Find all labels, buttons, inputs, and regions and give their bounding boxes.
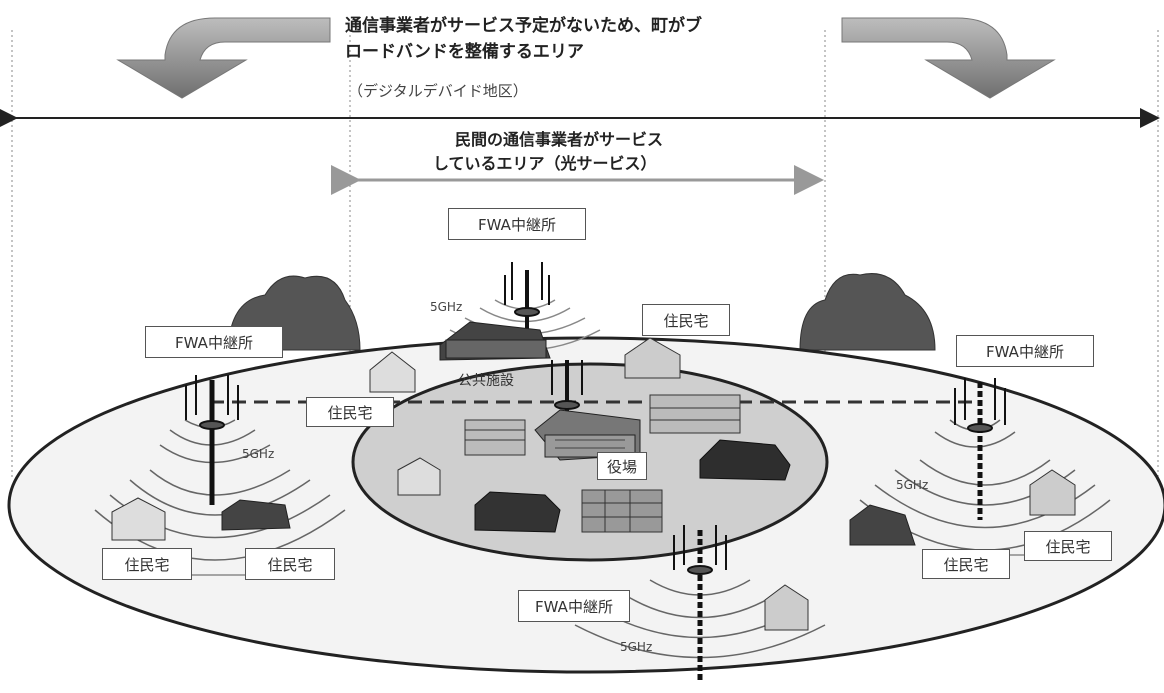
house-left: [111, 497, 166, 541]
house-top-right: [624, 337, 681, 379]
digital-divide-subheading: （デジタルデバイド地区）: [348, 82, 528, 100]
freq-label-left: 5GHz: [242, 447, 275, 461]
residence-label-left-a: 住民宅: [102, 548, 192, 580]
freq-label-right: 5GHz: [896, 478, 929, 492]
town-office-label: 役場: [597, 452, 647, 480]
residence-label-right-a: 住民宅: [922, 549, 1010, 579]
residence-label-left-upper: 住民宅: [306, 397, 394, 427]
building-barn-right: [699, 439, 791, 481]
public-facility-building: [439, 321, 551, 361]
public-facility-label: 公共施設: [458, 373, 514, 389]
house-small-center: [397, 457, 441, 496]
building-apartment-right: [649, 394, 741, 434]
curved-arrow-left: [116, 17, 331, 99]
private-area-heading-line2: しているエリア（光サービス）: [433, 154, 657, 173]
building-dark-center: [474, 491, 561, 533]
tower-top: [504, 262, 550, 335]
tower-bottom: [673, 525, 727, 680]
town-office-building: [534, 409, 641, 461]
building-right-dark: [849, 504, 916, 546]
building-left-dark: [221, 499, 291, 531]
hill-right: [799, 273, 936, 351]
house-right: [1029, 469, 1076, 516]
freq-label-bottom: 5GHz: [620, 640, 653, 654]
building-apartment-bottom: [581, 489, 663, 533]
residence-label-right-b: 住民宅: [1024, 531, 1112, 561]
fwa-relay-label-right: FWA中継所: [956, 335, 1094, 367]
fwa-relay-label-top: FWA中継所: [448, 208, 586, 240]
residence-label-left-b: 住民宅: [245, 548, 335, 580]
digital-divide-heading-line1: 通信事業者がサービス予定がないため、町がブ: [345, 16, 702, 36]
fwa-relay-label-left: FWA中継所: [145, 326, 283, 358]
tower-left: [185, 375, 239, 505]
fwa-relay-label-bottom: FWA中継所: [518, 590, 630, 622]
residence-label-top: 住民宅: [642, 304, 730, 336]
house-top-left: [369, 351, 416, 393]
building-apartment-left: [464, 419, 526, 456]
curved-arrow-right: [841, 17, 1056, 99]
house-bottom: [764, 584, 809, 631]
digital-divide-heading-line2: ロードバンドを整備するエリア: [345, 42, 584, 62]
freq-label-top: 5GHz: [430, 300, 463, 314]
private-area-heading-line1: 民間の通信事業者がサービス: [455, 130, 664, 149]
tower-right: [954, 378, 1006, 520]
